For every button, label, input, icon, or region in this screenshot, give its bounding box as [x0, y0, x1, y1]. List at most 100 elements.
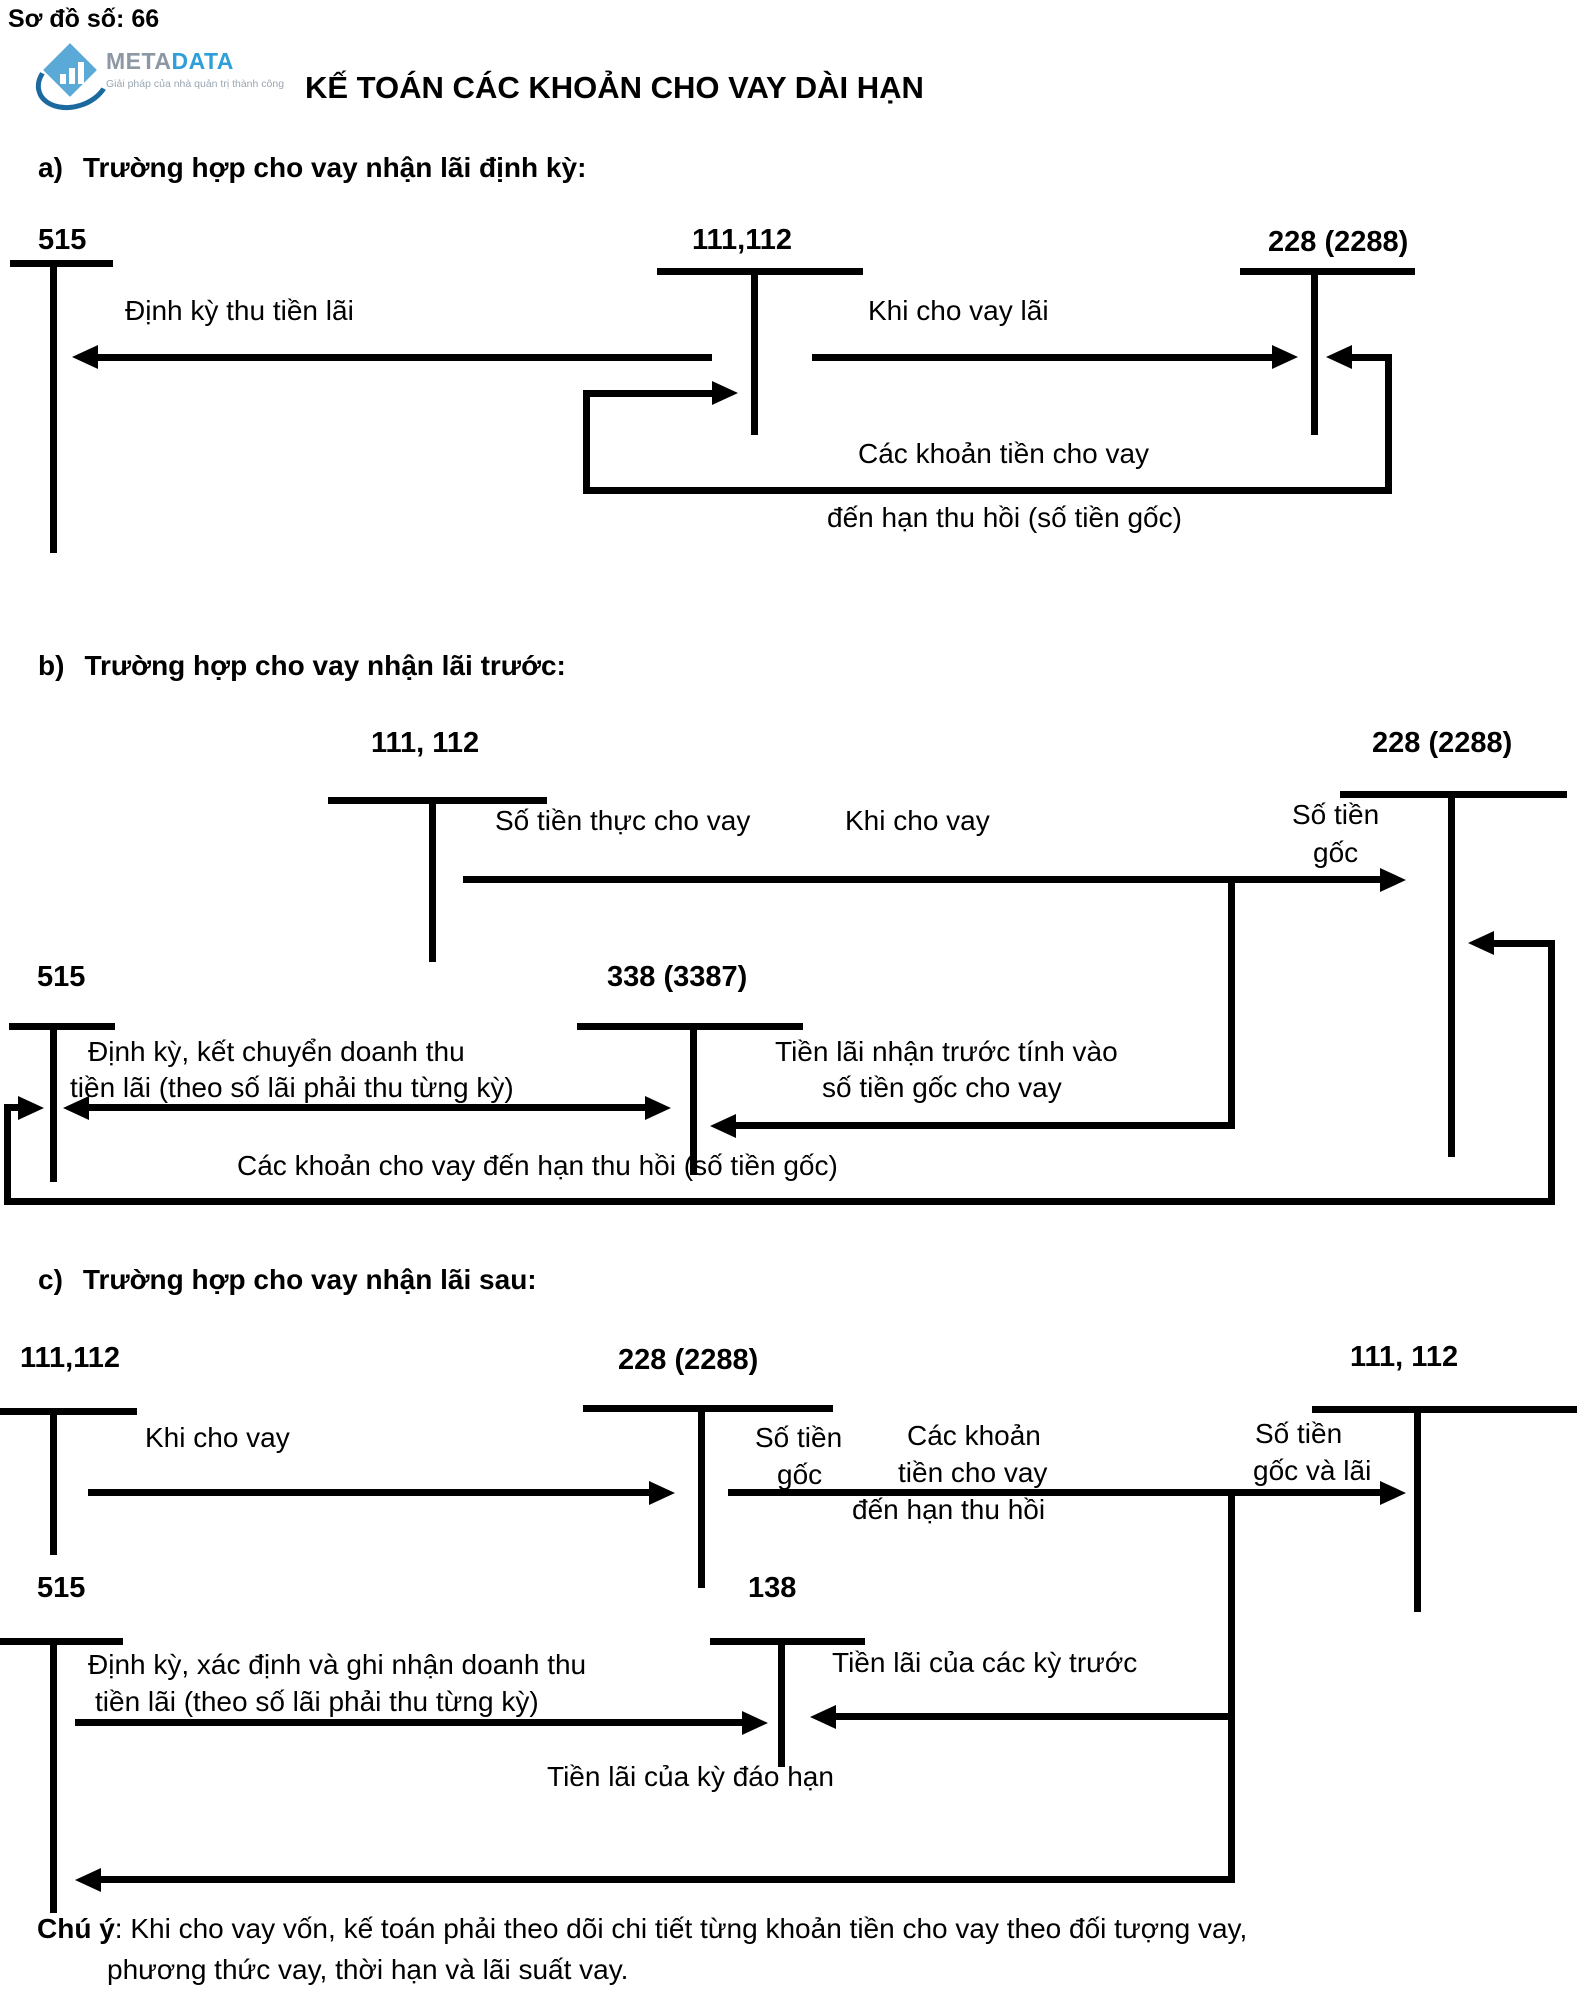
- flow-line-carry-b: [89, 1104, 645, 1111]
- account-label-111112-right-c: 111, 112: [1350, 1341, 1459, 1373]
- logo-name-meta: META: [106, 48, 172, 74]
- flow-label-due-line2-a: đến hạn thu hồi (số tiền gốc): [827, 502, 1182, 533]
- flow-label-when-lending-b: Khi cho vay: [845, 805, 990, 836]
- section-b-marker: b): [38, 650, 65, 681]
- t-account-stem-228-b: [1448, 791, 1455, 1157]
- note-line1: Chú ý: Khi cho vay vốn, kế toán phải the…: [37, 1913, 1247, 1945]
- account-label-111112-left-c: 111,112: [20, 1342, 121, 1374]
- t-account-stem-111112-left-c: [50, 1408, 57, 1555]
- note-line2: phương thức vay, thời hạn và lãi suất va…: [107, 1954, 629, 1985]
- t-account-stem-338-b: [690, 1023, 697, 1175]
- t-account-bar-111112-a: [657, 268, 863, 275]
- chart-bar-icon: [60, 74, 66, 84]
- chart-bar-icon: [78, 62, 84, 84]
- flow-label-principal-line1-c: Số tiền: [755, 1422, 843, 1453]
- t-account-stem-228-a: [1311, 268, 1318, 435]
- flow-line-maturity-c: [101, 1876, 1235, 1883]
- t-account-stem-111112-a: [751, 268, 758, 435]
- arrowhead-left-to-515-c: [75, 1868, 101, 1892]
- t-account-bar-515-b: [9, 1023, 115, 1030]
- section-b-heading: b) Trường hợp cho vay nhận lãi trước:: [38, 650, 566, 682]
- account-label-228-b: 228 (2288): [1372, 727, 1513, 759]
- account-label-228-a: 228 (2288): [1268, 226, 1409, 258]
- arrowhead-left-into-228-b: [1468, 931, 1494, 955]
- account-label-138-c: 138: [748, 1572, 797, 1604]
- flow-line-revenue-c: [75, 1719, 742, 1726]
- account-label-515-a: 515: [38, 224, 87, 256]
- section-c-heading-text: Trường hợp cho vay nhận lãi sau:: [82, 1264, 537, 1295]
- drop-line-c: [1228, 1489, 1235, 1880]
- t-account-bar-111112-b: [328, 797, 547, 804]
- arrowhead-left-to-338-b: [710, 1114, 736, 1138]
- arrowhead-right-to-228-c: [649, 1481, 675, 1505]
- t-account-bar-138-c: [710, 1638, 865, 1645]
- flow-label-periodic-interest: Định kỳ thu tiền lãi: [125, 295, 354, 326]
- flow-line-lending-c: [88, 1489, 649, 1496]
- arrowhead-right-to-338-b: [645, 1096, 671, 1120]
- t-account-bar-111112-right-c: [1312, 1406, 1577, 1413]
- hook-line-top-right-a: [1352, 354, 1392, 361]
- logo-name-data: DATA: [171, 48, 234, 74]
- loop-line-top-left-b: [4, 1104, 18, 1111]
- t-account-stem-111112-right-c: [1414, 1406, 1421, 1612]
- schema-number: Sơ đồ số: 66: [8, 5, 160, 33]
- flow-label-when-lending-c: Khi cho vay: [145, 1422, 290, 1453]
- flow-label-revenue-line2-c: tiền lãi (theo số lãi phải thu từng kỳ): [95, 1686, 539, 1717]
- t-account-bar-228-c: [583, 1405, 833, 1412]
- account-label-228-c: 228 (2288): [618, 1344, 759, 1376]
- t-account-stem-228-c: [698, 1405, 705, 1588]
- loop-line-top-right-b: [1494, 940, 1555, 947]
- account-label-338-b: 338 (3387): [607, 961, 748, 993]
- account-label-111112-b: 111, 112: [371, 727, 480, 759]
- flow-label-total-line1-c: Số tiền: [1255, 1418, 1343, 1449]
- flow-label-due-line3-c: đến hạn thu hồi: [852, 1494, 1046, 1525]
- hook-line-bottom-a: [583, 487, 1392, 494]
- flow-label-revenue-line1-c: Định kỳ, xác định và ghi nhận doanh thu: [88, 1649, 587, 1680]
- arrowhead-right-to-138-c: [742, 1711, 768, 1735]
- flow-label-when-lending-a: Khi cho vay lãi: [868, 295, 1049, 326]
- drop-line-prepaid-b: [1228, 876, 1235, 1129]
- t-account-stem-138-c: [778, 1638, 785, 1767]
- hook-line-vertical-left-a: [583, 390, 590, 494]
- flow-label-due-line2-c: tiền cho vay: [898, 1457, 1048, 1488]
- section-c-heading: c)Trường hợp cho vay nhận lãi sau:: [38, 1264, 537, 1296]
- loop-line-vertical-right-b: [1548, 940, 1555, 1205]
- arrowhead-right-to-111112-right-c: [1380, 1481, 1406, 1505]
- flow-label-principal-line2-b: gốc: [1313, 837, 1359, 868]
- hook-line-vertical-right-a: [1385, 354, 1392, 494]
- flow-label-prepaid-line2-b: số tiền gốc cho vay: [822, 1072, 1062, 1103]
- flow-line-interest-a: [98, 354, 712, 361]
- note-line1-text: : Khi cho vay vốn, kế toán phải theo dõi…: [114, 1913, 1248, 1944]
- logo-tagline: Giải pháp của nhà quản trị thành công: [106, 78, 285, 90]
- flow-label-due-line1-a: Các khoản tiền cho vay: [858, 438, 1150, 469]
- flow-label-maturity-interest-c: Tiền lãi của kỳ đáo hạn: [547, 1761, 834, 1792]
- section-b-heading-text: Trường hợp cho vay nhận lãi trước:: [84, 650, 566, 681]
- flow-label-due-line1-c: Các khoản: [907, 1420, 1041, 1451]
- section-a-marker: a): [38, 152, 63, 183]
- arrowhead-left-to-515-a: [72, 345, 98, 369]
- flow-label-principal-line2-c: gốc: [777, 1459, 823, 1490]
- flow-line-total-c: [728, 1489, 1380, 1496]
- section-a-heading-text: Trường hợp cho vay nhận lãi định kỳ:: [82, 152, 587, 183]
- flow-line-lending-a: [812, 354, 1272, 361]
- swoosh-icon: [28, 42, 118, 120]
- flow-label-prepaid-line1-b: Tiền lãi nhận trước tính vào: [775, 1036, 1118, 1067]
- t-account-bar-111112-left-c: [0, 1408, 137, 1415]
- t-account-bar-228-a: [1240, 268, 1415, 275]
- t-account-stem-515-c: [50, 1638, 57, 1913]
- t-account-stem-515-a: [50, 260, 57, 553]
- section-a-heading: a) Trường hợp cho vay nhận lãi định kỳ:: [38, 152, 586, 184]
- loop-line-bottom-b: [4, 1198, 1555, 1205]
- arrowhead-left-to-138-c: [810, 1705, 836, 1729]
- account-label-515-b: 515: [37, 961, 86, 993]
- arrowhead-right-into-515-b: [18, 1096, 44, 1120]
- flow-line-lending-b: [463, 876, 1380, 883]
- flow-label-carry-line2-b: tiền lãi (theo số lãi phải thu từng kỳ): [70, 1072, 514, 1103]
- flow-line-prepaid-b: [736, 1122, 1235, 1129]
- account-label-515-c: 515: [37, 1572, 86, 1604]
- t-account-bar-515-c: [0, 1638, 123, 1645]
- note-label: Chú ý: [37, 1913, 115, 1944]
- arrowhead-left-to-515-b: [63, 1096, 89, 1120]
- arrowhead-right-to-228-a: [1272, 345, 1298, 369]
